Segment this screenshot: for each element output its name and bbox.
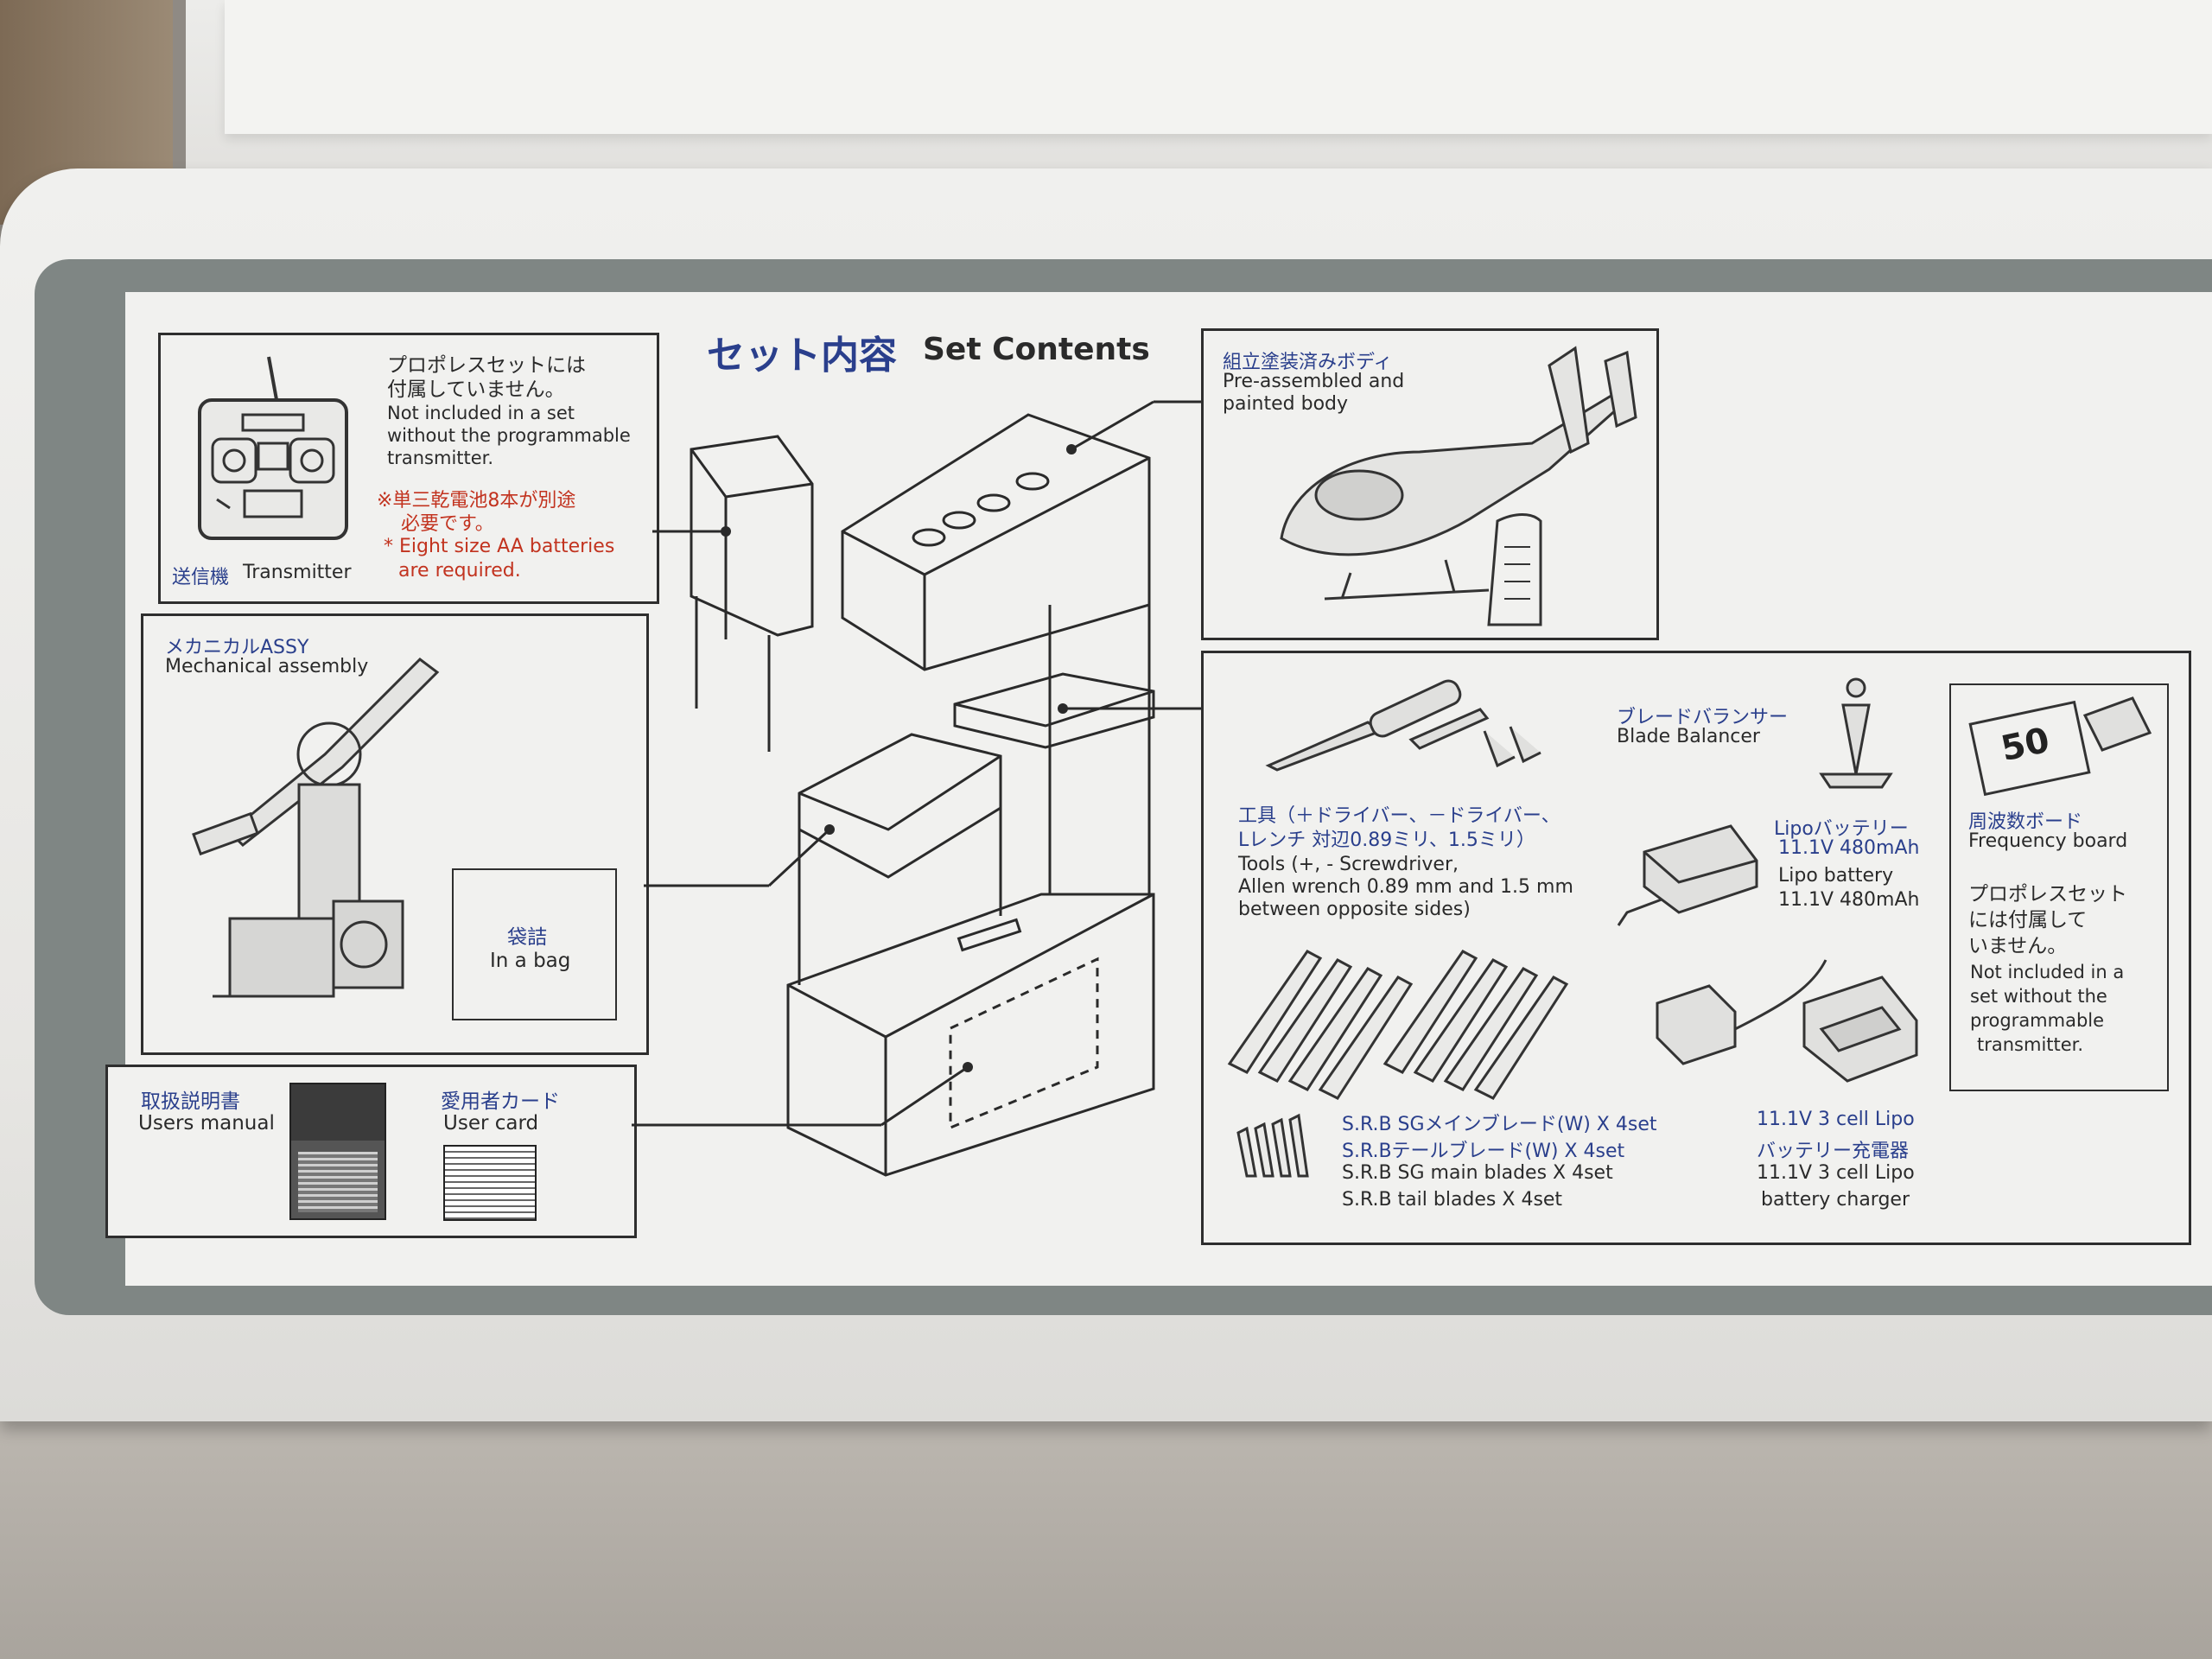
tools-label-en-3: between opposite sides)	[1238, 899, 1471, 920]
frequency-board-number: 50	[1997, 720, 2053, 770]
tools-label-en-2: Allen wrench 0.89 mm and 1.5 mm	[1238, 876, 1573, 898]
blades-label-en-1: S.R.B SG main blades X 4set	[1342, 1162, 1613, 1184]
blades-label-en-2: S.R.B tail blades X 4set	[1342, 1189, 1563, 1211]
charger-label-en-1: 11.1V 3 cell Lipo	[1757, 1162, 1915, 1184]
battery-note-jp-1: ※単三乾電池8本が別途	[377, 490, 576, 512]
transmitter-label-en: Transmitter	[243, 562, 352, 583]
frequency-label-jp: 周波数ボード	[1968, 811, 2083, 833]
body-label-en-2: painted body	[1223, 393, 1349, 415]
frequency-note-en-2: set without the	[1970, 986, 2107, 1007]
body-label-jp: 組立塗装済みボディ	[1223, 352, 1393, 373]
transmitter-note-en-3: transmitter.	[387, 448, 494, 468]
mechanical-label-jp: メカニカルASSY	[165, 637, 309, 658]
main-blades-icon	[1227, 950, 1569, 1178]
balancer-label-en: Blade Balancer	[1617, 726, 1760, 747]
mechanical-assembly-icon	[192, 658, 440, 998]
helicopter-icon	[1280, 346, 1637, 626]
transmitter-icon	[198, 356, 348, 540]
transmitter-note-en-2: without the programmable	[387, 425, 631, 446]
manual-label-jp: 取扱説明書	[141, 1090, 240, 1113]
user-card-image	[443, 1145, 537, 1221]
charger-label-jp-2: バッテリー充電器	[1757, 1141, 1910, 1162]
tools-label-jp-2: Lレンチ 対辺0.89ミリ、1.5ミリ）	[1238, 830, 1535, 851]
lipo-label-jp-1: Lipoバッテリー	[1774, 818, 1909, 840]
lipo-label-en-1: Lipo battery	[1778, 865, 1894, 887]
blade-balancer-icon	[1819, 677, 1893, 789]
bag-label-jp: 袋詰	[507, 926, 547, 949]
transmitter-note-jp-2: 付属していません。	[387, 378, 565, 401]
title-en: Set Contents	[923, 332, 1150, 367]
card-label-jp: 愛用者カード	[441, 1090, 560, 1113]
paper-sheet-top	[225, 0, 2212, 134]
frequency-note-jp-1: プロポレスセット	[1968, 883, 2127, 906]
frequency-note-en-4: transmitter.	[1977, 1034, 2084, 1055]
frequency-board-icon: 50	[1968, 700, 2091, 797]
battery-note-jp-2: 必要です。	[401, 513, 494, 535]
transmitter-note-en-1: Not included in a set	[387, 403, 575, 423]
transmitter-box: プロポレスセットには 付属していません。 Not included in a s…	[158, 333, 659, 604]
mechanical-box: メカニカルASSY Mechanical assembly 袋詰 In a ba…	[141, 613, 649, 1055]
battery-note-en-2: are required.	[398, 560, 521, 582]
battery-note-en-1: * Eight size AA batteries	[384, 536, 615, 557]
tools-label-en-1: Tools (+, - Screwdriver,	[1238, 854, 1459, 875]
bag-label-en: In a bag	[490, 950, 571, 972]
transmitter-label-jp: 送信機	[172, 567, 230, 588]
battery-charger-icon	[1656, 959, 1918, 1083]
accessories-box: 工具（＋ドライバー、－ドライバー、 Lレンチ 対辺0.89ミリ、1.5ミリ） T…	[1201, 651, 2191, 1245]
frequency-note-jp-2: には付属して	[1968, 909, 2088, 931]
cardboard-box-bottom	[0, 1400, 2212, 1659]
transmitter-note-jp-1: プロポレスセットには	[387, 354, 586, 377]
lipo-label-jp-2: 11.1V 480mAh	[1778, 837, 1920, 859]
tools-icon	[1265, 679, 1541, 772]
frequency-clip-icon	[2082, 696, 2152, 752]
manual-label-en: Users manual	[138, 1112, 275, 1135]
balancer-label-jp: ブレードバランサー	[1617, 707, 1789, 728]
mechanical-label-en: Mechanical assembly	[165, 656, 369, 677]
charger-label-en-2: battery charger	[1761, 1189, 1910, 1211]
frequency-note-en-3: programmable	[1970, 1010, 2105, 1031]
body-box: 組立塗装済みボディ Pre-assembled and painted body	[1201, 328, 1659, 640]
lipo-battery-icon	[1617, 824, 1758, 926]
card-label-en: User card	[443, 1112, 539, 1135]
frequency-label-en: Frequency board	[1968, 830, 2128, 852]
manual-image	[289, 1083, 386, 1220]
title-jp: セット内容	[707, 334, 897, 378]
frequency-box: 50 周波数ボード Frequency board プロポレスセット には付属し…	[1949, 683, 2169, 1091]
manual-box: 取扱説明書 Users manual 愛用者カード User card	[105, 1065, 637, 1238]
tools-label-jp-1: 工具（＋ドライバー、－ドライバー、	[1238, 805, 1560, 827]
body-label-en-1: Pre-assembled and	[1223, 371, 1405, 392]
charger-label-jp-1: 11.1V 3 cell Lipo	[1757, 1109, 1915, 1130]
frequency-note-en-1: Not included in a	[1970, 962, 2125, 982]
bag-box: 袋詰 In a bag	[452, 868, 617, 1020]
frequency-note-jp-3: いません。	[1968, 935, 2068, 957]
blades-label-jp-1: S.R.B SGメインブレード(W) X 4set	[1342, 1114, 1657, 1135]
blades-label-jp-2: S.R.Bテールブレード(W) X 4set	[1342, 1141, 1625, 1162]
lipo-label-en-2: 11.1V 480mAh	[1778, 889, 1920, 911]
